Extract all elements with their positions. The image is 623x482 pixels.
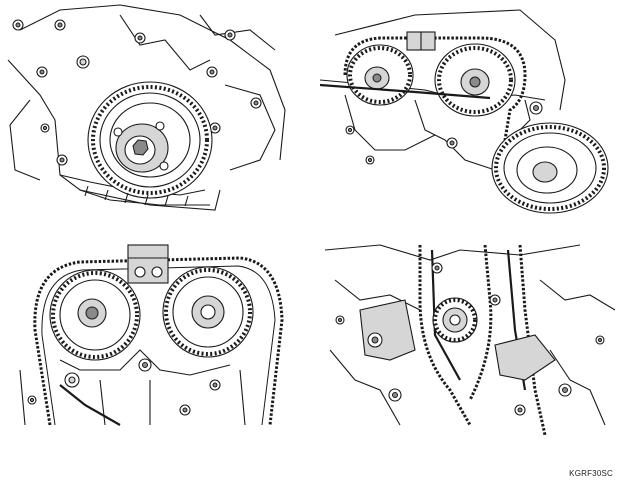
drawing-crankshaft-sprocket <box>324 244 616 436</box>
panel-timing-chain-pulley <box>315 0 623 225</box>
panel-camshaft-sprockets <box>0 240 300 440</box>
drawing-camshaft-sprockets <box>19 244 284 426</box>
panel-crankshaft-pulley <box>0 0 300 225</box>
drawing-crankshaft-pulley <box>7 4 286 211</box>
panel-crankshaft-sprocket <box>320 240 623 440</box>
figure-code: KGRF30SC <box>569 469 613 478</box>
drawing-timing-chain-pulley <box>319 9 609 214</box>
